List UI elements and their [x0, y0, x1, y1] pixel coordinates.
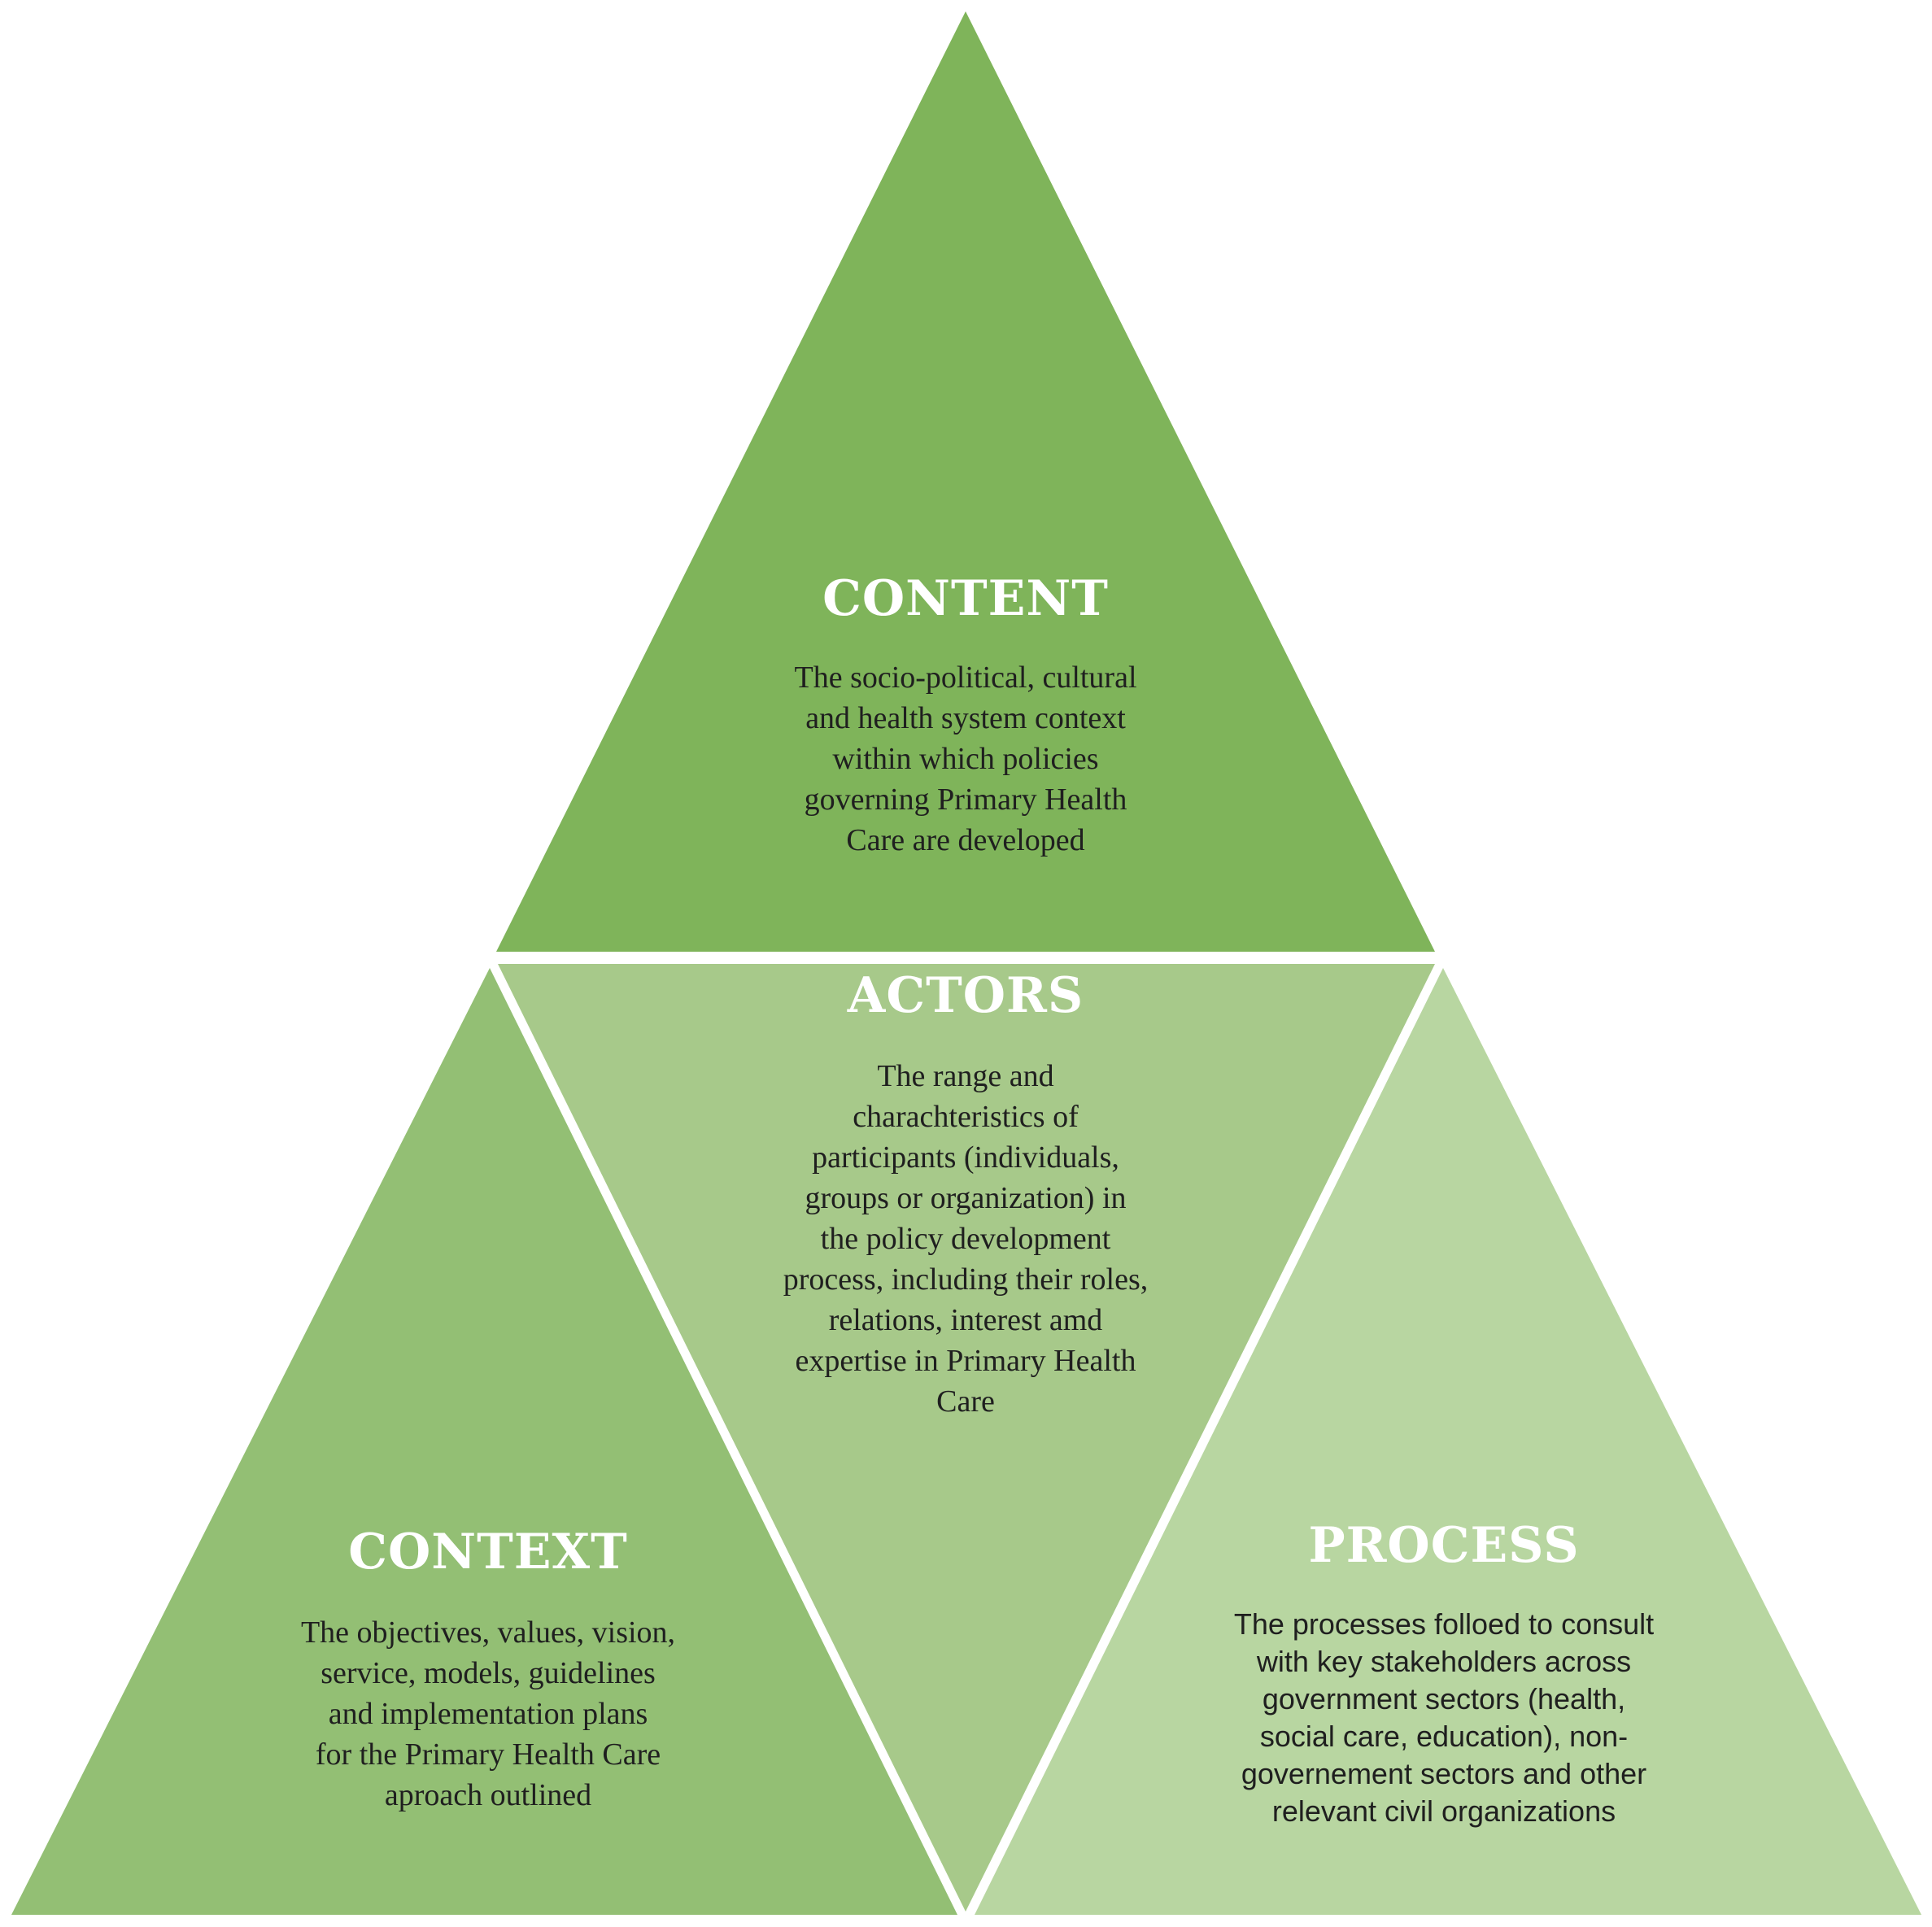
actors-triangle [498, 964, 1435, 1912]
process-section: PROCESS The processes folloed to consult… [1119, 1516, 1769, 1830]
content-line: and health system context [805, 701, 1126, 735]
actors-line: participants (individuals, [812, 1140, 1119, 1175]
actors-line: relations, interest amd [828, 1303, 1103, 1337]
process-line: government sectors (health, [1262, 1682, 1626, 1716]
content-line: The socio-political, cultural [794, 660, 1137, 695]
process-line: governement sectors and other [1241, 1757, 1647, 1790]
process-title: PROCESS [1308, 1517, 1580, 1574]
content-line: within which policies [832, 742, 1099, 776]
actors-line: process, including their roles, [783, 1262, 1149, 1297]
process-line: relevant civil organizations [1271, 1794, 1616, 1828]
actors-title: ACTORS [847, 967, 1084, 1024]
content-line: governing Primary Health [804, 783, 1127, 817]
process-description: The processes folloed to consult with ke… [1119, 1606, 1769, 1830]
actors-line: charachteristics of [853, 1100, 1079, 1134]
actors-line: Care [936, 1384, 995, 1419]
context-triangle [11, 968, 957, 1915]
context-line: aproach outlined [384, 1778, 592, 1812]
context-description: The objectives, values, vision, service,… [163, 1612, 813, 1816]
content-line: Care are developed [846, 823, 1085, 857]
content-triangle [496, 11, 1435, 952]
context-section: CONTEXT The objectives, values, vision, … [163, 1523, 813, 1816]
actors-line: The range and [877, 1059, 1054, 1093]
actors-section: ACTORS The range and charachteristics of… [640, 966, 1291, 1422]
content-section: CONTENT The socio-political, cultural an… [640, 569, 1291, 861]
actors-line: expertise in Primary Health [795, 1344, 1136, 1378]
content-title: CONTENT [822, 570, 1109, 627]
actors-description: The range and charachteristics of partic… [640, 1056, 1291, 1422]
process-line: social care, education), non- [1259, 1720, 1629, 1753]
context-title: CONTEXT [348, 1524, 628, 1580]
context-line: The objectives, values, vision, [300, 1615, 676, 1650]
process-line: with key stakeholders across [1256, 1645, 1632, 1678]
process-triangle [975, 968, 1921, 1915]
process-line: The processes folloed to consult [1233, 1607, 1655, 1641]
actors-line: the policy development [820, 1222, 1111, 1256]
context-line: service, models, guidelines [321, 1656, 656, 1690]
actors-line: groups or organization) in [805, 1181, 1127, 1215]
context-line: and implementation plans [328, 1697, 648, 1731]
content-description: The socio-political, cultural and health… [640, 657, 1291, 861]
context-line: for the Primary Health Care [315, 1737, 661, 1772]
